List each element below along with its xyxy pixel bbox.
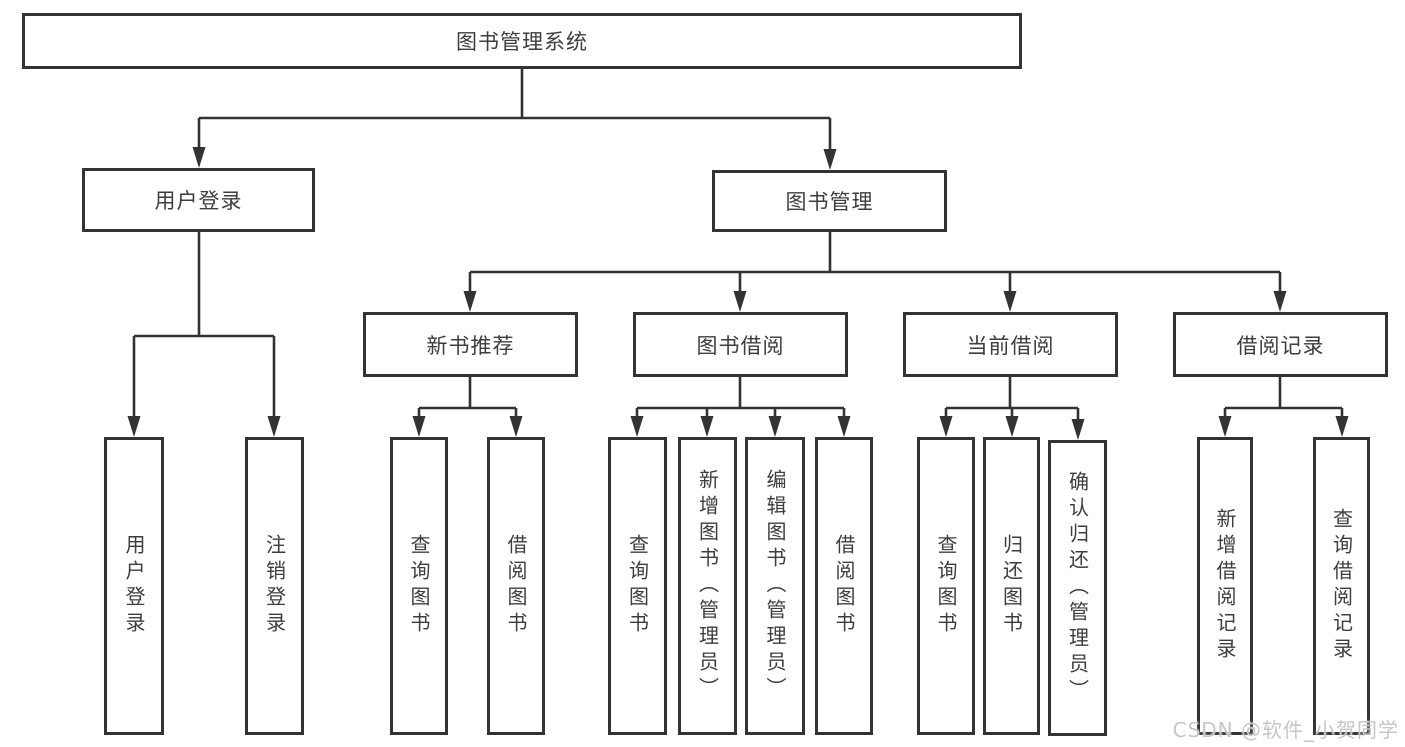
csdn-watermark: CSDN @软件_小贺同学: [1172, 718, 1399, 742]
node-current-borrow-label: 当前借阅: [966, 333, 1055, 358]
leaf-query-books-current-label: 查询图书: [934, 534, 958, 638]
node-borrow-records: 借阅记录: [1173, 312, 1388, 377]
leaf-borrow-books-recommend: 借阅图书: [487, 437, 545, 735]
leaf-user-login-label: 用户登录: [122, 534, 146, 638]
node-book-borrow: 图书借阅: [633, 312, 848, 377]
leaf-borrow-books-borrow: 借阅图书: [815, 437, 873, 735]
leaf-add-book-admin-label: 新增图书（管理员）: [695, 469, 720, 703]
arrowheads: [127, 147, 1349, 440]
leaf-borrow-books-borrow-label: 借阅图书: [832, 534, 856, 638]
leaf-query-borrow-record-label: 查询借阅记录: [1329, 508, 1354, 664]
leaf-return-books: 归还图书: [983, 437, 1040, 735]
node-book-management-label: 图书管理: [785, 190, 874, 214]
leaf-query-books-borrow: 查询图书: [608, 437, 667, 735]
leaf-add-borrow-record-label: 新增借阅记录: [1213, 508, 1237, 664]
leaf-user-login: 用户登录: [104, 437, 164, 735]
leaf-logout-label: 注销登录: [262, 534, 287, 638]
leaf-query-books-borrow-label: 查询图书: [625, 534, 650, 638]
node-new-book-recommend-label: 新书推荐: [426, 333, 515, 358]
leaf-return-books-label: 归还图书: [999, 534, 1024, 638]
node-user-login-label: 用户登录: [154, 189, 243, 213]
node-current-borrow: 当前借阅: [903, 312, 1118, 377]
node-book-management: 图书管理: [712, 170, 947, 232]
node-root: 图书管理系统: [22, 13, 1022, 69]
node-book-borrow-label: 图书借阅: [696, 333, 785, 358]
leaf-add-book-admin: 新增图书（管理员）: [678, 437, 737, 735]
leaf-borrow-books-recommend-label: 借阅图书: [504, 534, 528, 638]
leaf-query-books-recommend-label: 查询图书: [407, 534, 431, 638]
leaf-confirm-return-admin: 确认归还（管理员）: [1048, 440, 1107, 736]
node-user-login: 用户登录: [82, 168, 315, 232]
leaf-confirm-return-admin-label: 确认归还（管理员）: [1065, 471, 1090, 705]
leaf-query-books-recommend: 查询图书: [390, 437, 448, 735]
leaf-logout: 注销登录: [245, 437, 304, 735]
leaf-query-borrow-record: 查询借阅记录: [1313, 437, 1370, 735]
connector-stems: [132, 68, 1344, 424]
leaf-edit-book-admin-label: 编辑图书（管理员）: [763, 469, 787, 703]
leaf-edit-book-admin: 编辑图书（管理员）: [745, 437, 805, 735]
node-root-label: 图书管理系统: [456, 30, 588, 54]
node-new-book-recommend: 新书推荐: [363, 312, 578, 377]
node-borrow-records-label: 借阅记录: [1236, 333, 1325, 358]
leaf-query-books-current: 查询图书: [917, 437, 975, 735]
leaf-add-borrow-record: 新增借阅记录: [1197, 437, 1253, 735]
